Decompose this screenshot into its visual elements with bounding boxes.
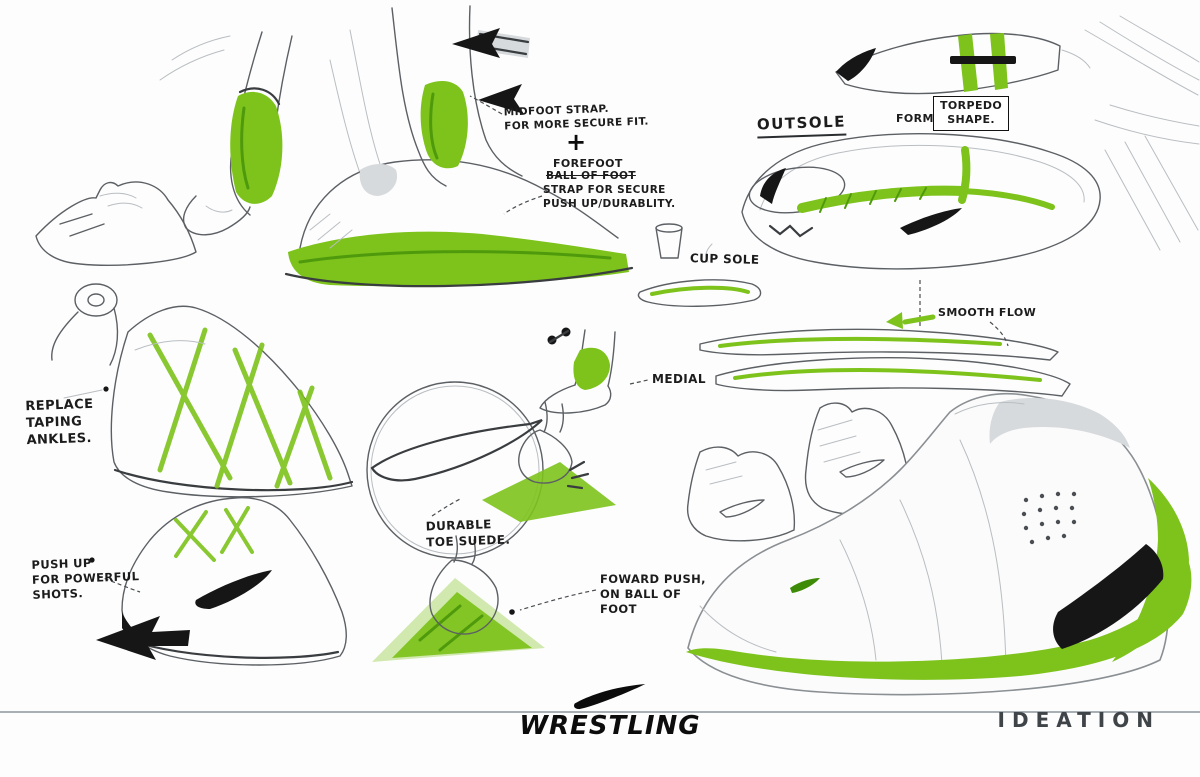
annotation-torpedo-shape: TORPEDO SHAPE. [933,96,1010,131]
annotation-ball-of-foot: BALL OF FOOT [546,170,636,182]
sketch-hightop-outline [35,181,197,266]
arrow-icon-lower [478,84,524,114]
hatching-top-right [1084,15,1200,145]
leader-lines-straps [469,95,543,215]
sketch-bottom-left-shoe [89,497,347,666]
annotation-cup-sole: CUP SOLE [689,251,760,267]
wrestling-wordmark: WRESTLING [519,711,701,741]
plus-icon: + [566,128,587,156]
nike-swoosh-icon [574,684,646,710]
sketch-strap-shoe [110,305,354,498]
annotation-strap-note: STRAP FOR SECURE PUSH UP/DURABLITY. [543,184,676,210]
nike-swoosh-outsole [900,208,962,235]
sketch-main-shoe-leg [284,5,634,288]
nike-swoosh-sketch [370,418,543,482]
sketch-medial-foot [539,327,649,414]
annotation-durable-toe: DURABLE TOE SUEDE. [425,517,511,550]
arrow-icon-bottom-left [96,616,190,660]
nike-swoosh-small [195,570,272,609]
sketch-sole-profiles [699,312,1071,397]
annotation-form: FORM. [896,112,939,125]
sketch-hero-shoe [686,392,1192,696]
annotation-push-up: PUSH UP FOR POWERFUL SHOTS. [31,555,140,602]
arrow-icon-upper [452,28,500,58]
annotation-forefoot: FOREFOOT [553,157,623,170]
sketch-outsole [741,133,1199,328]
perforation-dots [1021,491,1077,545]
leader-durable-toe [431,497,463,517]
annotation-forward-push: FOWARD PUSH, ON BALL OF FOOT [600,572,706,616]
ideation-label: IDEATION [997,708,1160,732]
annotation-smooth-flow: SMOOTH FLOW [938,306,1037,319]
sketch-cup-sole [637,223,762,307]
sketch-foot-green-heel [159,31,293,236]
sketch-green-press [372,535,597,662]
smooth-flow-arrow [902,314,936,325]
sketch-foot-on-green [482,401,616,522]
footer-rule [0,711,1200,713]
annotation-outsole: OUTSOLE [756,112,847,139]
nike-swoosh-hero [1053,544,1164,649]
sketch-toe-strap [835,32,1091,95]
mini-logo-mark [790,578,820,593]
annotation-replace-taping: REPLACE TAPING ANKLES. [25,396,94,448]
sketch-tape-roll [51,283,119,399]
brand-block: WRESTLING [505,684,715,741]
annotation-medial: MEDIAL [652,372,706,386]
